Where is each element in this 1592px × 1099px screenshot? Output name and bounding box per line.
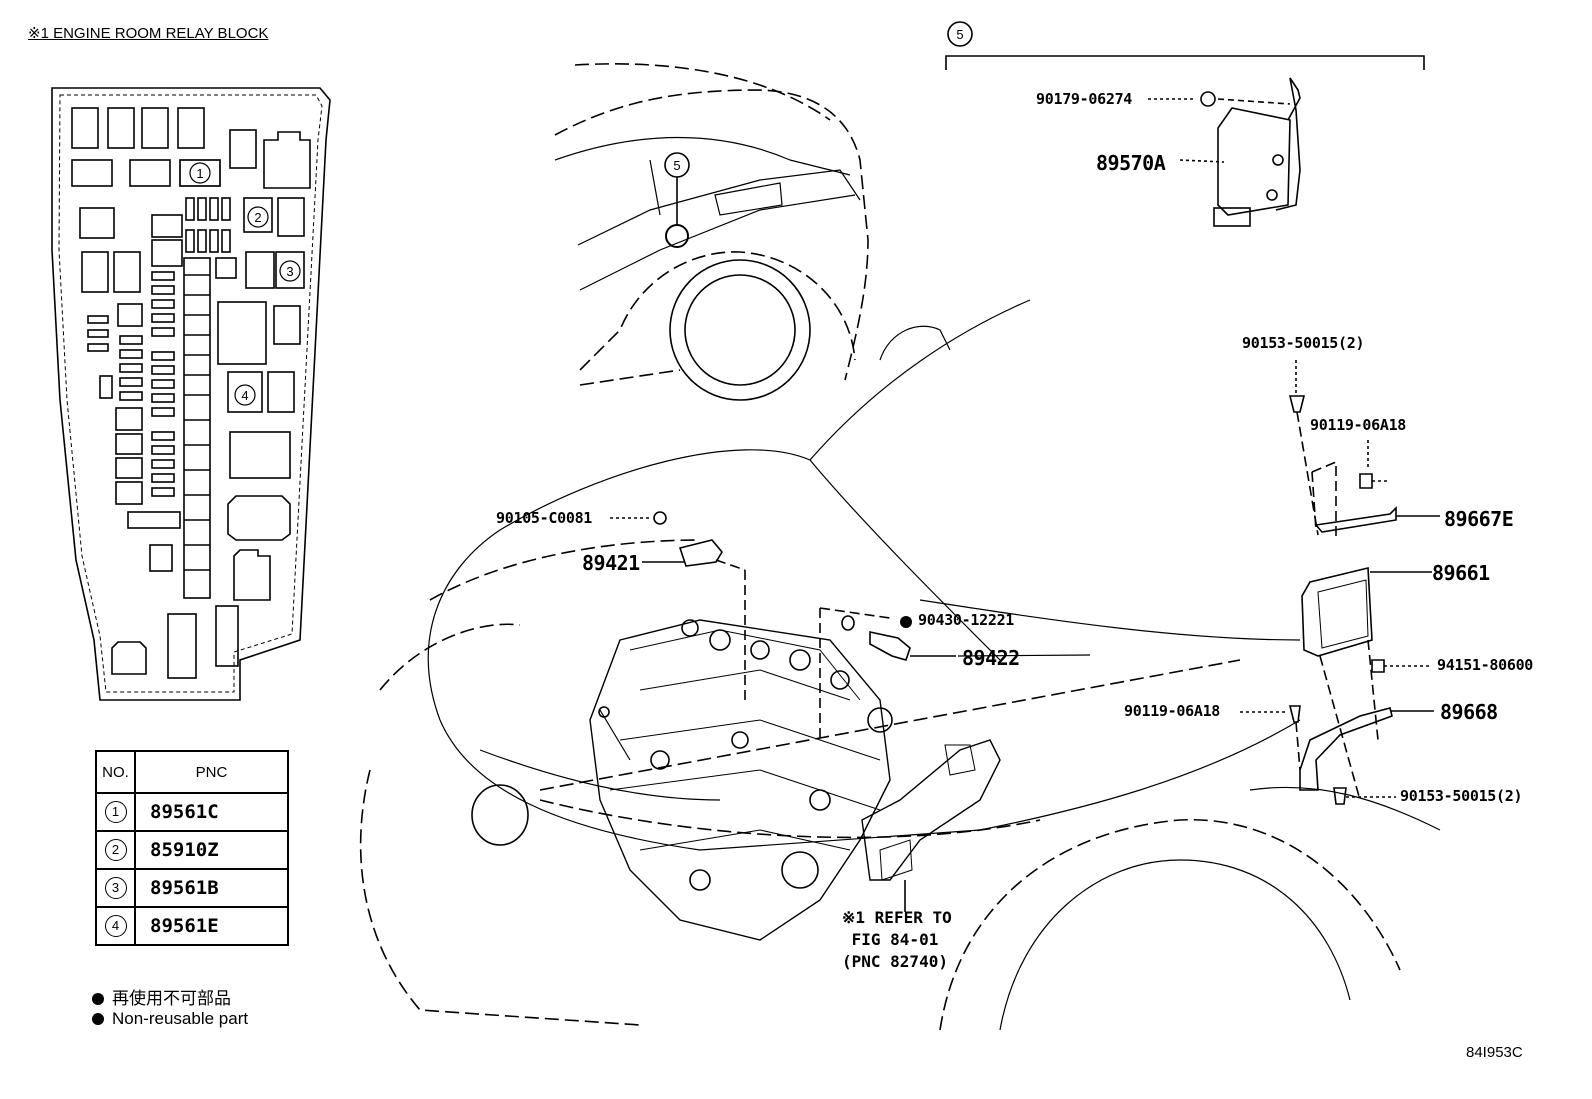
car-rear-outline <box>554 89 869 381</box>
ecu-89661 <box>1301 566 1373 657</box>
label-89422: 89422 <box>962 646 1020 670</box>
row-pnc: 89561C <box>134 792 289 832</box>
row-pnc: 89561B <box>134 868 289 908</box>
engine-block <box>589 619 891 941</box>
legend-jp-text: 再使用不可部品 <box>112 989 231 1008</box>
label-90153-50015-top: 90153-50015(2) <box>1242 334 1365 352</box>
callout-3: 3 <box>286 264 293 279</box>
row-pnc: 85910Z <box>134 830 289 870</box>
header-pnc: PNC <box>134 750 289 794</box>
table-row: 3 89561B <box>95 868 289 908</box>
callout-1: 1 <box>196 166 203 181</box>
label-90430-12221: 90430-12221 <box>918 611 1015 629</box>
legend-en: Non-reusable part <box>92 1009 248 1029</box>
image-code: 84I953C <box>1466 1044 1523 1061</box>
callout-2: 2 <box>254 210 261 225</box>
label-90153-50015-bottom: 90153-50015(2) <box>1400 787 1523 805</box>
label-89668: 89668 <box>1440 700 1498 724</box>
pnc-table-header: NO. PNC <box>95 750 289 794</box>
row-pnc: 89561E <box>134 906 289 946</box>
label-90105-C0081: 90105-C0081 <box>496 509 593 527</box>
table-row: 4 89561E <box>95 906 289 946</box>
bullet-dot-icon <box>92 1013 104 1025</box>
callout-4: 4 <box>241 388 248 403</box>
row-no: 2 <box>104 839 127 861</box>
relay-block-outline <box>51 87 331 701</box>
callout-5-bracket: 5 <box>956 27 963 42</box>
label-89570A: 89570A <box>1096 151 1166 175</box>
relay-block-title: ※1 ENGINE ROOM RELAY BLOCK <box>28 25 269 42</box>
row-no: 4 <box>104 915 127 937</box>
refer-note: ※1 REFER TO FIG 84-01 (PNC 82740) <box>842 908 952 971</box>
legend-jp: 再使用不可部品 <box>92 984 231 1009</box>
callout-5-car: 5 <box>673 158 680 173</box>
bullet-dot-icon <box>92 993 104 1005</box>
label-90119-06A18-top: 90119-06A18 <box>1310 416 1407 434</box>
legend-en-text: Non-reusable part <box>112 1009 249 1028</box>
label-90179-06274: 90179-06274 <box>1036 90 1133 108</box>
header-no: NO. <box>95 750 136 794</box>
label-94151-80600: 94151-80600 <box>1437 656 1534 674</box>
label-89421: 89421 <box>582 551 640 575</box>
row-no: 1 <box>104 801 127 823</box>
label-90119-06A18-bottom: 90119-06A18 <box>1124 702 1221 720</box>
table-row: 1 89561C <box>95 792 289 832</box>
label-89661: 89661 <box>1432 561 1490 585</box>
pnc-table: NO. PNC 1 89561C 2 85910Z 3 89561B 4 895… <box>95 750 289 946</box>
table-row: 2 85910Z <box>95 830 289 870</box>
label-89667E: 89667E <box>1444 507 1514 531</box>
row-no: 3 <box>104 877 127 899</box>
